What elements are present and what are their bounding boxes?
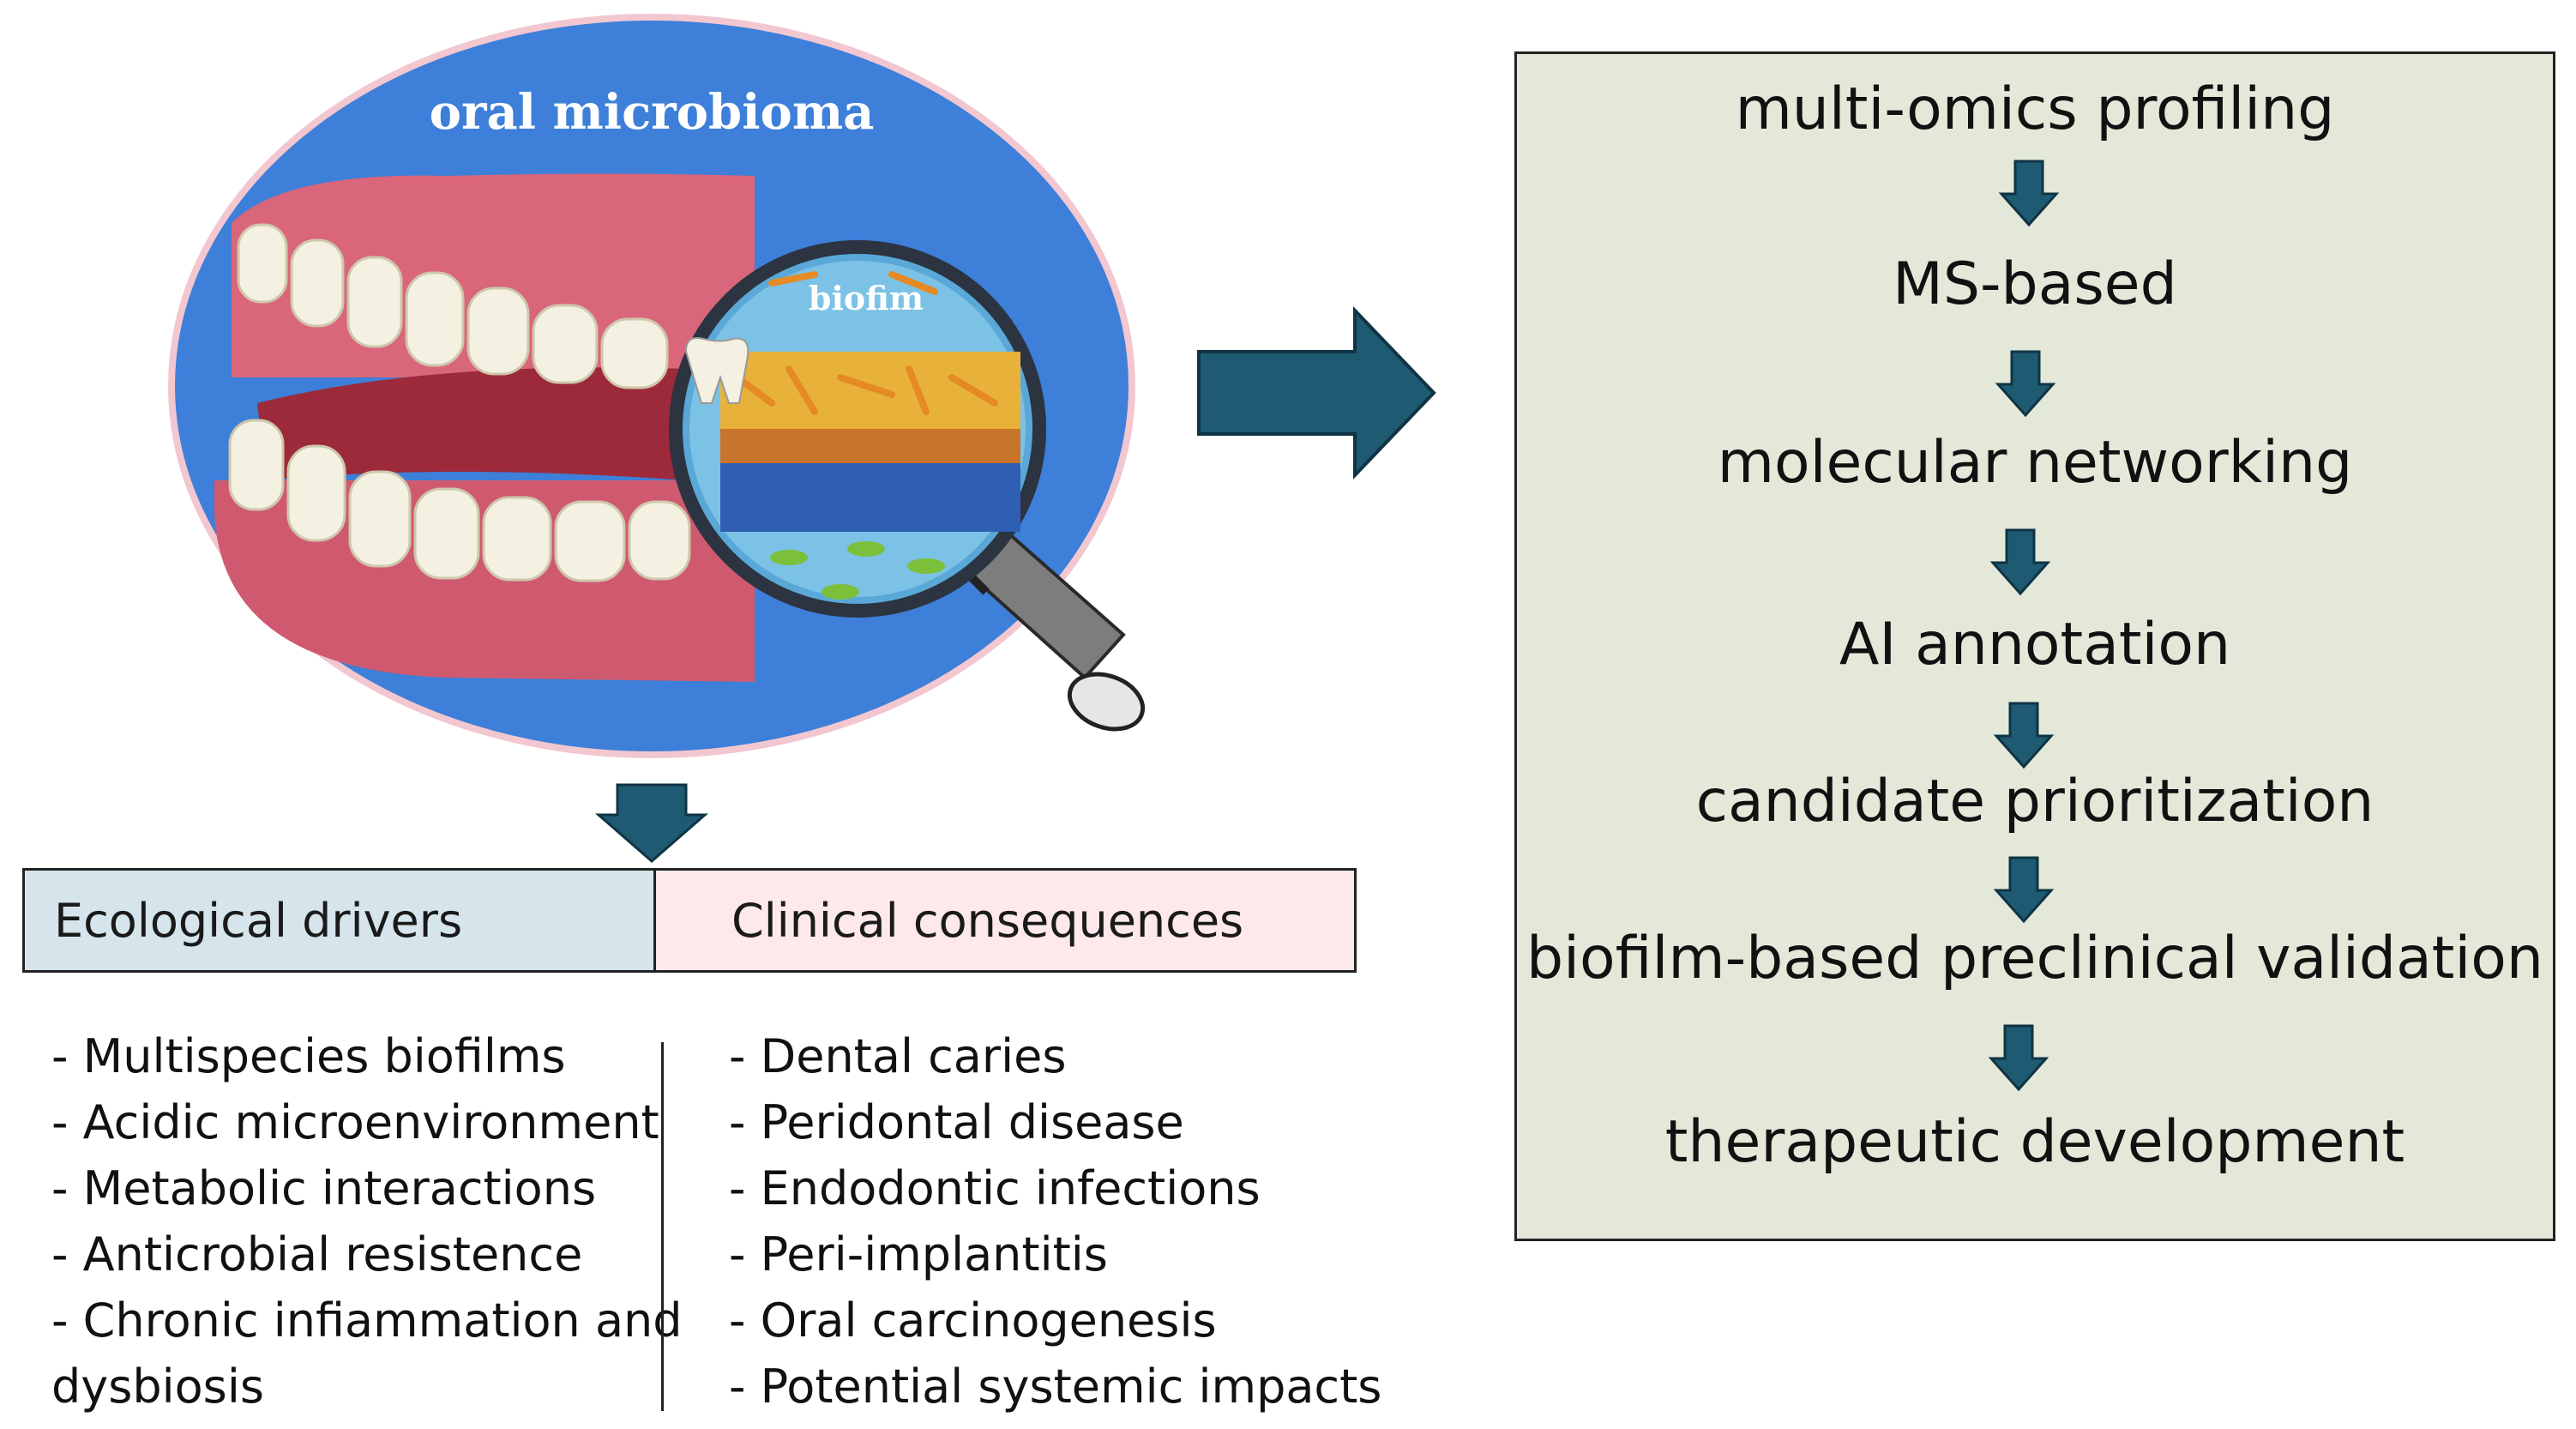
list-item: - Chronic infiammation and	[51, 1293, 683, 1348]
magnifier-lens	[669, 240, 1046, 618]
oral-microbioma-title: oral microbioma	[429, 84, 875, 141]
down-arrow-icon	[1989, 528, 2051, 596]
down-arrow-icon	[1995, 350, 2056, 418]
list-item: - Peri-implantitis	[729, 1227, 1108, 1281]
clinical-consequences-list: - Dental caries - Peridontal disease - E…	[729, 1023, 1381, 1420]
mouth-cavity	[257, 367, 686, 480]
down-arrow-icon	[1993, 702, 2055, 769]
workflow-step-ai-annotation: AI annotation	[1839, 611, 2231, 678]
down-arrow-icon	[1988, 1024, 2049, 1092]
down-arrow-to-table	[594, 783, 709, 863]
column-divider	[661, 1042, 664, 1411]
ecological-drivers-header: Ecological drivers	[22, 868, 653, 973]
list-item: - Acidic microenvironment	[51, 1095, 659, 1149]
workflow-box	[1514, 51, 2555, 1241]
workflow-step-multi-omics: multi-omics profiling	[1735, 75, 2335, 143]
down-arrow-icon	[1993, 856, 2055, 924]
workflow-step-therapeutic-development: therapeutic development	[1664, 1108, 2405, 1176]
right-arrow-to-workflow	[1197, 306, 1436, 479]
list-item: - Oral carcinogenesis	[729, 1293, 1217, 1348]
list-item: - Anticrobial resistence	[51, 1227, 583, 1281]
upper-teeth	[237, 223, 669, 389]
list-item: - Multispecies biofilms	[51, 1029, 566, 1083]
workflow-step-molecular-networking: molecular networking	[1717, 429, 2353, 497]
clinical-consequences-header: Clinical consequences	[653, 868, 1357, 973]
list-item: - Metabolic interactions	[51, 1161, 597, 1215]
list-item: dysbiosis	[51, 1360, 264, 1414]
biofim-label: biofim	[808, 279, 924, 317]
workflow-step-ms-based: MS-based	[1893, 250, 2177, 318]
list-item: - Dental caries	[729, 1029, 1067, 1083]
list-item: - Endodontic infections	[729, 1161, 1261, 1215]
down-arrow-icon	[1998, 160, 2060, 227]
workflow-step-preclinical-validation: biofilm-based preclinical validation	[1526, 925, 2543, 992]
list-item: - Potential systemic impacts	[729, 1360, 1382, 1414]
lower-teeth	[228, 419, 691, 582]
list-item: - Peridontal disease	[729, 1095, 1184, 1149]
workflow-step-candidate-prioritization: candidate prioritization	[1695, 768, 2374, 835]
ecological-drivers-list: - Multispecies biofilms - Acidic microen…	[51, 1023, 683, 1420]
